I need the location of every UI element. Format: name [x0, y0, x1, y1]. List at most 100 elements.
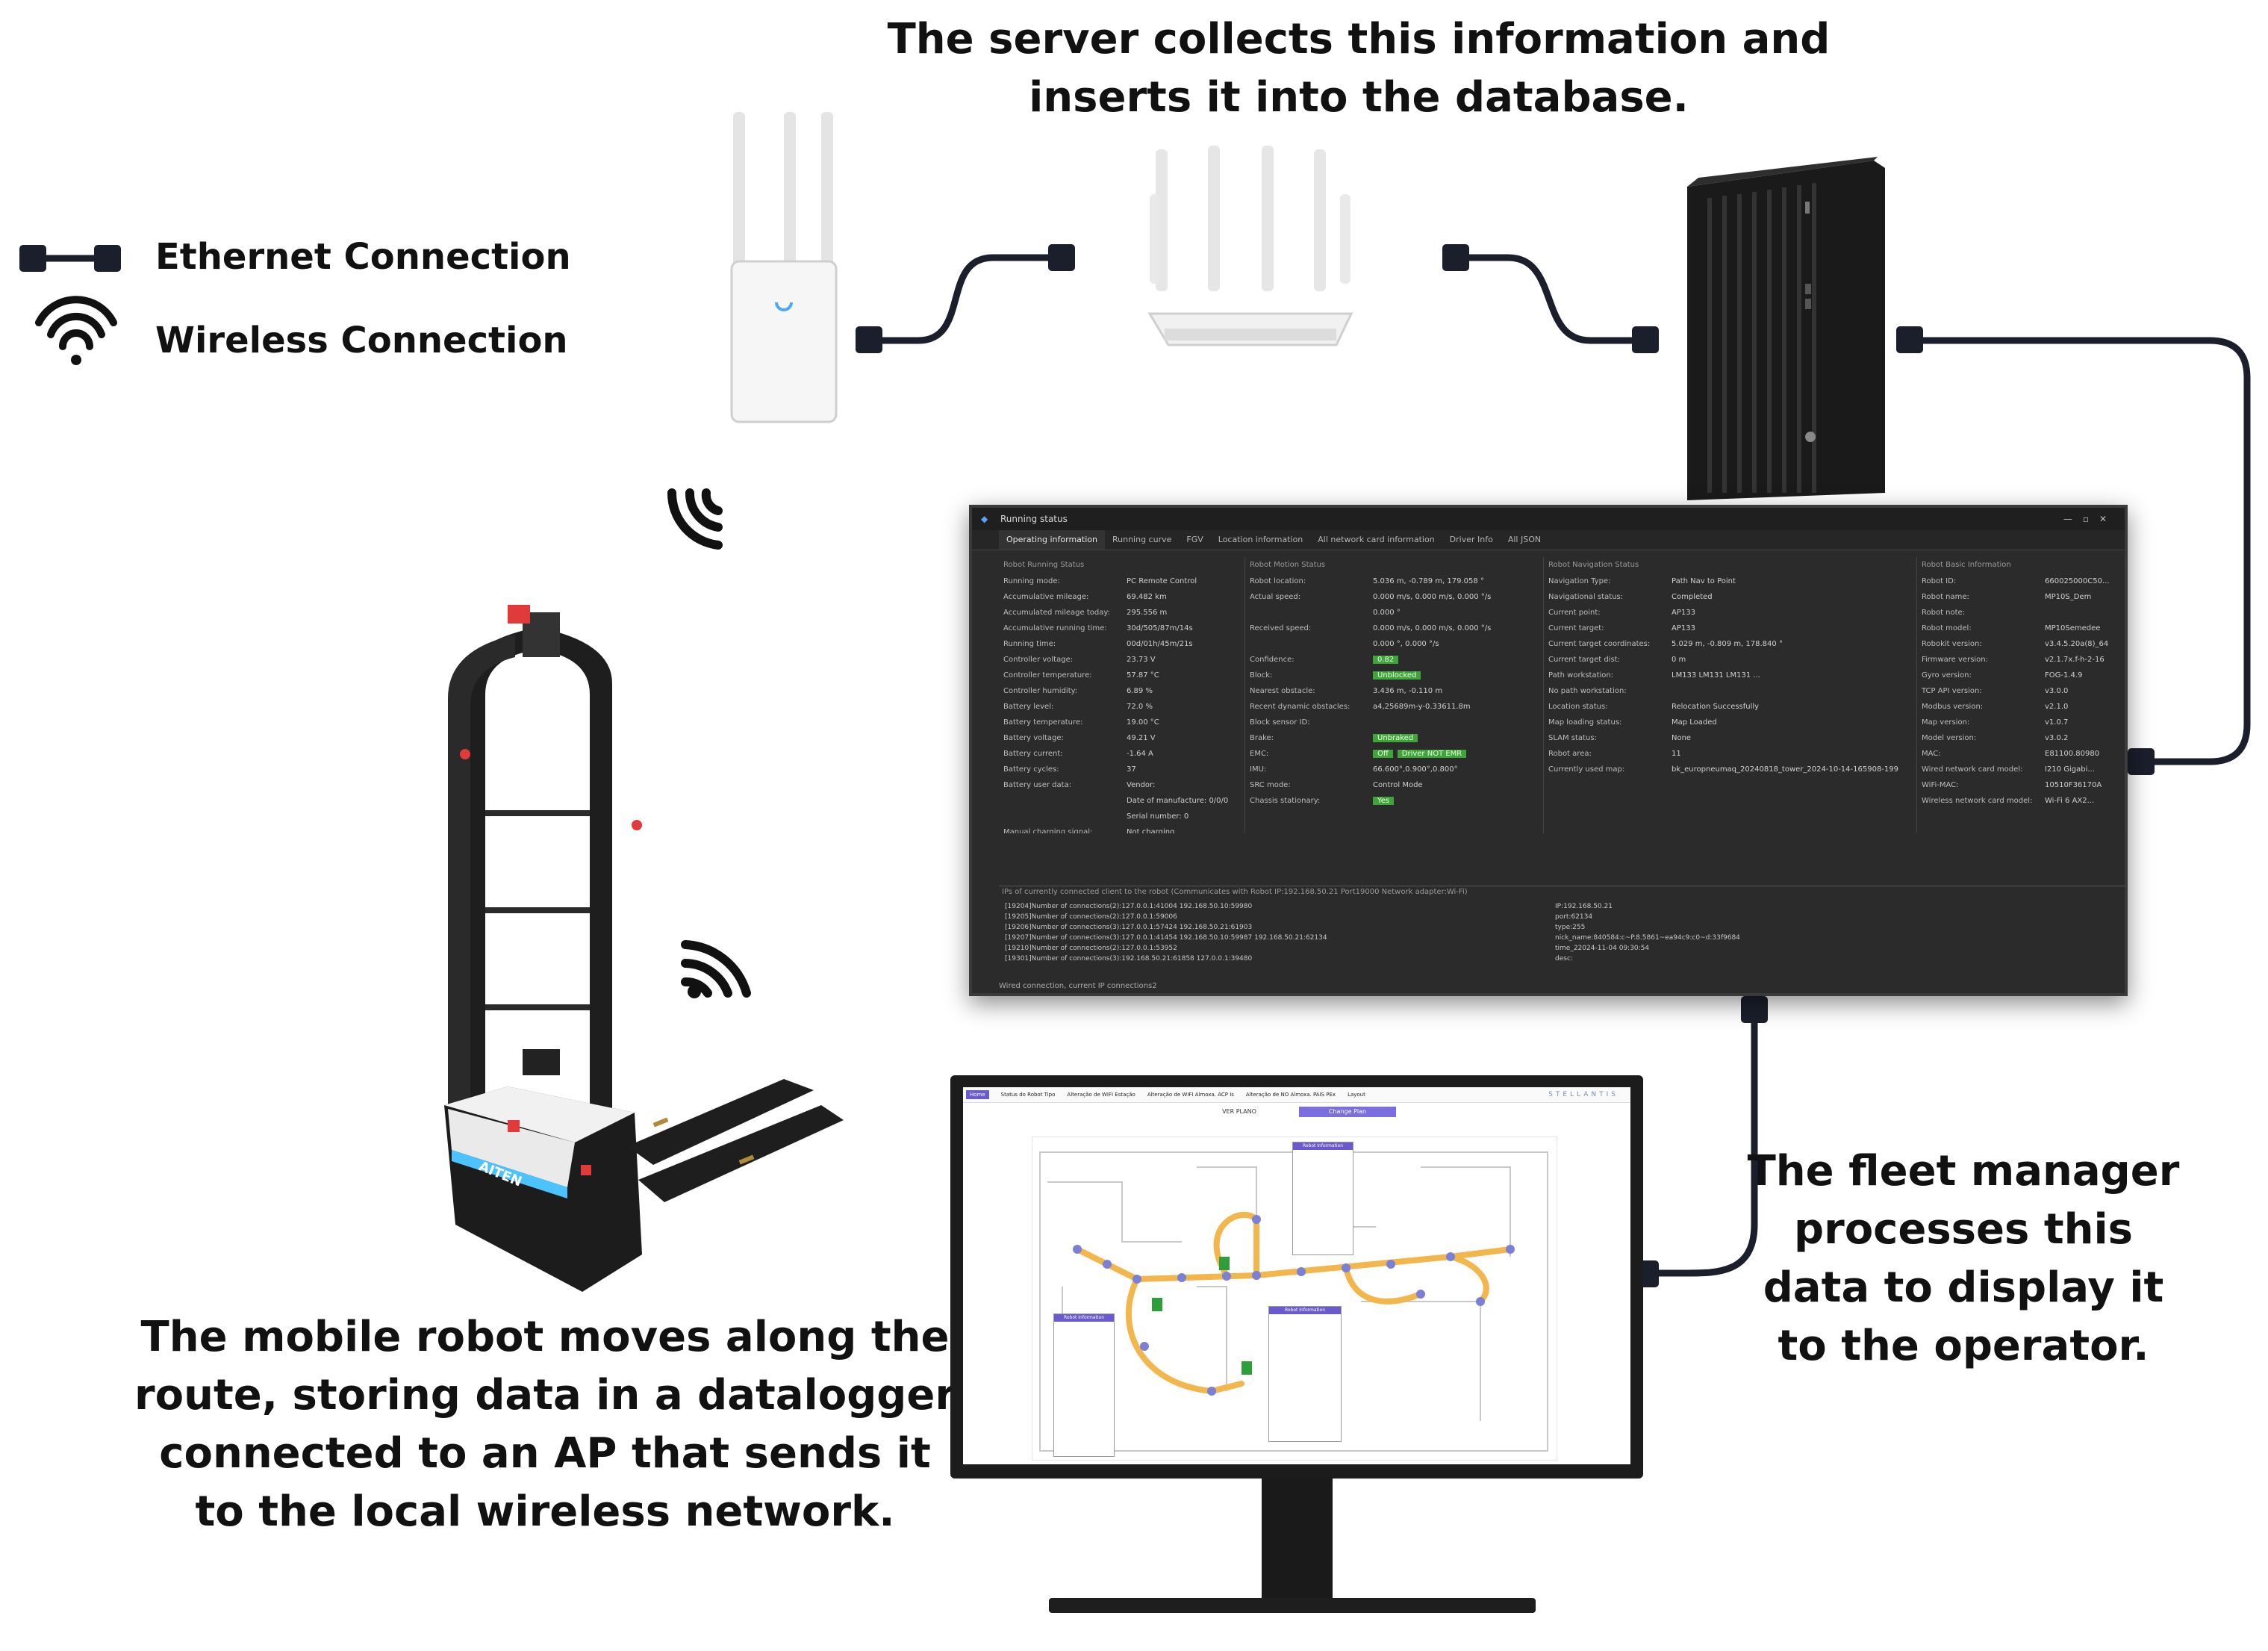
status-key: Battery cycles: [1003, 765, 1059, 774]
tab-fgv[interactable]: FGV [1186, 535, 1203, 544]
status-key: Robot location: [1250, 577, 1306, 585]
status-key: Robot area: [1548, 750, 1592, 758]
fleet-nav-item[interactable]: Home [966, 1090, 989, 1099]
status-row: Manual charging signal:Not charging [1003, 824, 1240, 833]
status-value: Wi-Fi 6 AX2... [2045, 797, 2095, 805]
fleet-nav-item[interactable]: Alteração de WIFI Almoxa. ACP Is [1147, 1092, 1234, 1098]
status-value: 0.000 °, 0.000 °/s [1373, 640, 1439, 648]
status-value: MP10S_Dem [2045, 593, 2092, 601]
status-key: Wired network card model: [1922, 765, 2023, 774]
ethernet-cable-window-monitor [1646, 1008, 1758, 1277]
status-value: 11 [1672, 750, 1681, 758]
status-key: EMC: [1250, 750, 1269, 758]
status-row: Current target dist:0 m [1548, 652, 1912, 668]
status-row: Location status:Relocation Successfully [1548, 699, 1912, 715]
status-row: Wireless network card model:Wi-Fi 6 AX2.… [1922, 793, 2121, 809]
status-row: TCP API version:v3.0.0 [1922, 683, 2121, 699]
status-key: Received speed: [1250, 624, 1312, 632]
fleet-map-drawing [1039, 1151, 1548, 1452]
status-key: SLAM status: [1548, 734, 1597, 742]
status-value: 0 m [1672, 656, 1686, 664]
ethernet-cable-router-server [1454, 254, 1646, 344]
fleet-brand-logo: STELLANTIS [1548, 1091, 1619, 1098]
status-row: SLAM status:None [1548, 730, 1912, 746]
status-value: v2.1.7x.f-h-2-16 [2045, 656, 2105, 664]
change-plan-button[interactable]: Change Plan [1299, 1107, 1396, 1117]
status-row: Current point: AP133 [1548, 605, 1912, 621]
ethernet-cable-ap-router [868, 254, 1060, 344]
status-value: AP133 [1672, 609, 1695, 617]
status-value: 0.000 m/s, 0.000 m/s, 0.000 °/s [1373, 593, 1492, 601]
tab-operating-information[interactable]: Operating information [999, 530, 1105, 550]
status-value: 10510F36170A [2045, 781, 2102, 789]
status-key: Robot name: [1922, 593, 1969, 601]
fleet-nav-bar: Home Status do Robot Tipo Alteração de WIF… [963, 1087, 1630, 1103]
status-key: Controller voltage: [1003, 656, 1074, 664]
window-controls[interactable]: —▫✕ [2063, 514, 2117, 524]
status-row: Serial number: 0 [1003, 809, 1240, 824]
tab-all-network-card-information[interactable]: All network card information [1318, 535, 1435, 544]
status-row: SRC mode:Control Mode [1250, 777, 1539, 793]
push-info-line: type:255 [1555, 924, 1586, 931]
view-plan-button[interactable]: VER PLANO [1222, 1108, 1256, 1115]
status-key [1250, 605, 1373, 621]
fleet-nav-item[interactable]: Layout [1348, 1092, 1365, 1098]
tab-driver-info[interactable]: Driver Info [1449, 535, 1493, 544]
connections-list: [19204]Number of connections(2):127.0.0.… [1005, 901, 1327, 964]
status-key: Path workstation: [1548, 671, 1614, 680]
status-value: 6.89 % [1127, 687, 1153, 695]
fleet-map[interactable]: Robot Information Robot Information Robo… [1032, 1137, 1557, 1461]
push-info-line: port:62134 [1555, 913, 1593, 921]
fleet-nav-item[interactable]: Status do Robot Tipo [1000, 1092, 1056, 1098]
status-value: 5.029 m, -0.809 m, 178.840 ° [1672, 640, 1783, 648]
status-key: Brake: [1250, 734, 1274, 742]
push-info-line: nick_name:840584:c~P.8.5861~ea94c9:c0~d:… [1555, 934, 1740, 942]
status-key: Firmware version: [1922, 656, 1989, 664]
status-key: Battery voltage: [1003, 734, 1064, 742]
server-caption: The server collects this information and… [887, 15, 1831, 122]
status-key: Block: [1250, 671, 1273, 680]
status-value: 295.556 m [1127, 609, 1168, 617]
status-key: Model version: [1922, 734, 1977, 742]
tab-bar: Operating information Running curve FGV Loc… [972, 530, 2125, 550]
status-row: Current target coordinates:5.029 m, -0.8… [1548, 636, 1912, 652]
running-status-window: ◆ Running status —▫✕ Operating informati… [969, 505, 2128, 996]
wifi-signal-icon [667, 488, 723, 550]
status-key: Robot note: [1922, 609, 1966, 617]
status-key: Battery temperature: [1003, 718, 1083, 727]
connection-line: [19207]Number of connections(3):127.0.0.… [1005, 934, 1327, 942]
tab-location-information[interactable]: Location information [1218, 535, 1303, 544]
status-key: Confidence: [1250, 656, 1295, 664]
push-info-line: IP:192.168.50.21 [1555, 903, 1613, 910]
status-value: Serial number: 0 [1127, 812, 1189, 821]
fleet-nav-item[interactable]: Alteração de NO Almoxa. PAIS PEx [1245, 1092, 1336, 1098]
status-row: Navigational status:Completed [1548, 589, 1912, 605]
tab-all-json[interactable]: All JSON [1507, 535, 1542, 544]
status-key: Navigation Type: [1548, 577, 1611, 585]
status-value: Yes [1373, 793, 1395, 809]
status-badge: Unblocked [1373, 671, 1421, 680]
status-key: Current point: [1548, 609, 1601, 617]
status-key: Robot ID: [1922, 577, 1957, 585]
status-row: WiFi-MAC:10510F36170A [1922, 777, 2121, 793]
status-row: Robot ID:660025000C50... [1922, 573, 2121, 589]
status-key: Robot model: [1922, 624, 1972, 632]
status-row: Nearest obstacle:3.436 m, -0.110 m [1250, 683, 1539, 699]
status-key: Accumulated mileage today: [1003, 609, 1110, 617]
status-row: Battery current:-1.64 A [1003, 746, 1240, 762]
tab-running-curve[interactable]: Running curve [1112, 535, 1172, 544]
status-row: Controller temperature:57.87 °C [1003, 668, 1240, 683]
robot-info-box: Robot Information [1053, 1313, 1115, 1457]
status-value: 00d/01h/45m/21s [1127, 640, 1193, 648]
server-tower-device [1687, 157, 1885, 500]
status-value: 0.82 [1373, 652, 1399, 668]
connections-header: IPs of currently connected client to the… [1002, 888, 1468, 896]
status-key: Navigational status: [1548, 593, 1624, 601]
fleet-nav-item[interactable]: Alteração de WIFI Estação [1067, 1092, 1135, 1098]
status-value: 49.21 V [1127, 734, 1156, 742]
status-key: Nearest obstacle: [1250, 687, 1315, 695]
status-row: Block: Unblocked [1250, 668, 1539, 683]
status-key: Actual speed: [1250, 593, 1301, 601]
